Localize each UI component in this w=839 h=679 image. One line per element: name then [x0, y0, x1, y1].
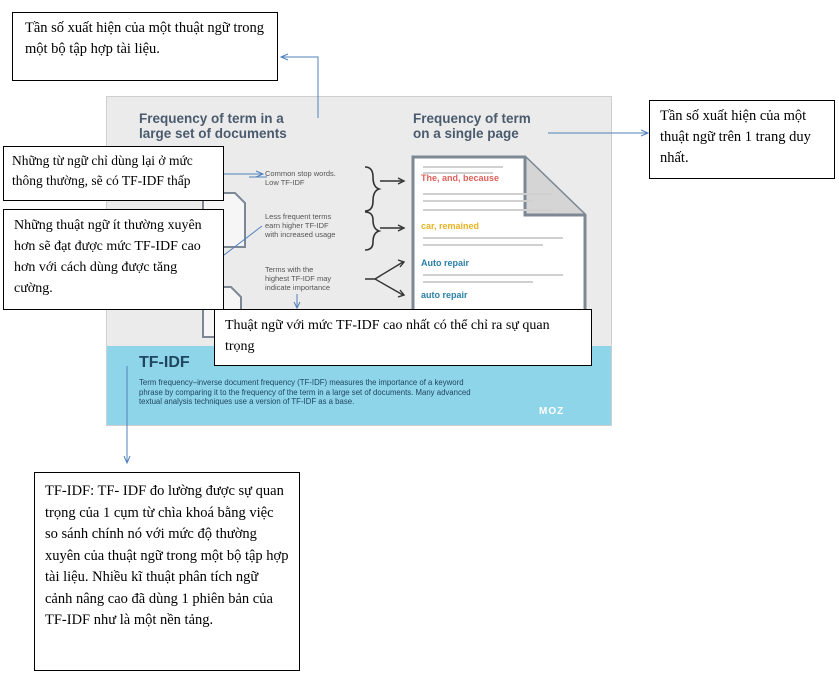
left-heading-line2: large set of documents	[139, 126, 287, 141]
arrow-head-icon	[640, 129, 650, 137]
callout-term-frequency-documents: Tần số xuất hiện của một thuật ngữ trong…	[12, 12, 278, 81]
connector-less-frequent	[223, 225, 263, 256]
note-highest: Terms with the highest TF-IDF may indica…	[265, 265, 332, 292]
brace-icon	[364, 211, 382, 251]
page-line	[423, 281, 533, 283]
keyword-less-frequent: car, remained	[421, 221, 480, 231]
band-title: TF-IDF	[139, 354, 190, 371]
brace-icon	[364, 166, 382, 212]
page-line	[423, 274, 563, 276]
arrow-head-icon	[293, 301, 301, 310]
right-heading: Frequency of term on a single page	[413, 111, 531, 141]
arrow-head-icon	[255, 170, 265, 178]
page-line	[423, 166, 503, 168]
arrow-head-icon	[123, 455, 131, 465]
page-fold	[523, 157, 585, 217]
callout-stop-words: Những từ ngữ chỉ dùng lại ở mức thông th…	[3, 146, 224, 201]
page-line	[423, 193, 553, 195]
keyword-highest-1: Auto repair	[421, 258, 470, 268]
page-line	[423, 237, 563, 239]
note-stop-words: Common stop words. Low TF-IDF	[265, 169, 336, 187]
page-line	[423, 172, 493, 174]
page-line	[423, 200, 533, 202]
note-less-frequent: Less frequent terms earn higher TF-IDF w…	[265, 212, 336, 239]
left-heading-line1: Frequency of term in a	[139, 111, 284, 126]
right-heading-line2: on a single page	[413, 126, 519, 141]
fork-arrow-icon	[374, 278, 404, 296]
arrow-head-icon	[397, 224, 406, 232]
arrow-head-icon	[397, 259, 406, 268]
keyword-stop-words: The, and, because	[421, 173, 500, 183]
band-text: Term frequency–inverse document frequenc…	[139, 378, 471, 407]
page-line	[423, 244, 543, 246]
callout-highest-importance: Thuật ngữ với mức TF-IDF cao nhất có thể…	[214, 309, 592, 366]
moz-logo: MOZ	[539, 406, 565, 417]
arrow-head-icon	[279, 53, 289, 61]
arrow-head-icon	[397, 177, 406, 185]
callout-less-frequent: Những thuật ngữ ít thường xuyên hơn sẽ đ…	[3, 209, 224, 310]
right-heading-line1: Frequency of term	[413, 111, 531, 126]
tfidf-infographic: Frequency of term in a large set of docu…	[106, 96, 612, 426]
callout-tfidf-definition: TF-IDF: TF- IDF đo lường được sự quan tr…	[34, 472, 300, 671]
keyword-highest-2: auto repair	[421, 290, 468, 300]
left-heading: Frequency of term in a large set of docu…	[139, 111, 287, 141]
callout-term-frequency-page: Tần số xuất hiện của một thuật ngữ trên …	[649, 100, 835, 179]
page-line	[423, 209, 553, 211]
connector-top-left	[282, 56, 319, 118]
arrow-head-icon	[397, 289, 406, 298]
